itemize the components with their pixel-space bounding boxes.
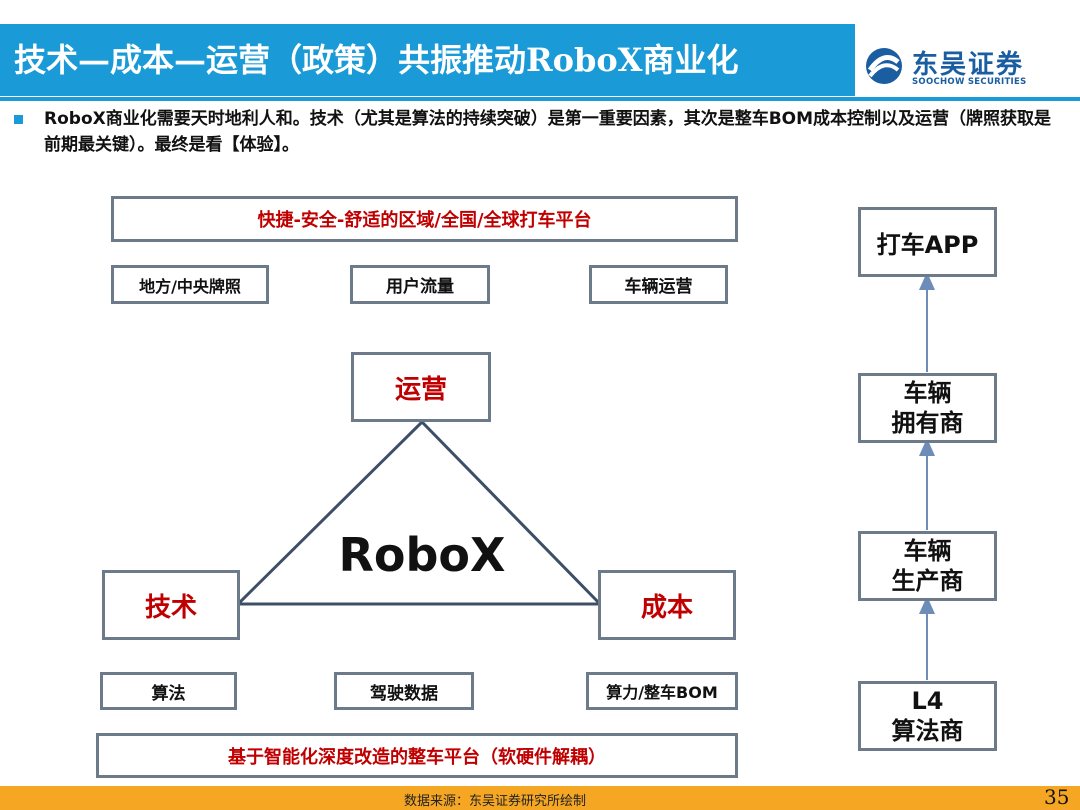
- soochow-logo-icon: [866, 48, 902, 84]
- node-technology: 技术: [102, 570, 240, 640]
- node-cost: 成本: [598, 570, 736, 640]
- summary-text: RoboX商业化需要天时地利人和。技术（尤其是算法的持续突破）是第一重要因素，其…: [44, 109, 1052, 155]
- logo-name-en: SOOCHOW SECURITIES: [912, 77, 1027, 87]
- page-title: 技术—成本—运营（政策）共振推动RoboX商业化: [14, 41, 739, 79]
- chain-vehicle-producer: 车辆 生产商: [858, 531, 997, 601]
- chain-l4-algorithm-provider: L4 算法商: [858, 681, 997, 751]
- chain-ride-app: 打车APP: [858, 207, 997, 277]
- platform-bottom-box: 基于智能化深度改造的整车平台（软硬件解耦）: [96, 733, 738, 778]
- chain-vehicle-owner: 车辆 拥有商: [858, 373, 997, 443]
- node-operations: 运营: [351, 352, 491, 422]
- license-box: 地方/中央牌照: [111, 265, 269, 304]
- source-note: 数据来源：东吴证券研究所绘制: [404, 794, 587, 809]
- platform-top-box: 快捷-安全-舒适的区域/全国/全球打车平台: [111, 196, 738, 242]
- algorithm-box: 算法: [100, 672, 237, 710]
- logo-name: 东吴证券: [912, 50, 1025, 80]
- user-traffic-box: 用户流量: [350, 265, 490, 304]
- center-label: RoboX: [338, 528, 506, 582]
- compute-bom-box: 算力/整车BOM: [586, 672, 738, 710]
- triangle-shape: [234, 419, 604, 606]
- page-number: 35: [1044, 785, 1070, 809]
- bullet-square-icon: [14, 115, 23, 124]
- footer-bar: [0, 786, 1080, 810]
- vehicle-ops-box: 车辆运营: [589, 265, 728, 304]
- driving-data-box: 驾驶数据: [334, 672, 474, 710]
- header-divider: [0, 97, 1080, 101]
- title-bar: [0, 24, 855, 96]
